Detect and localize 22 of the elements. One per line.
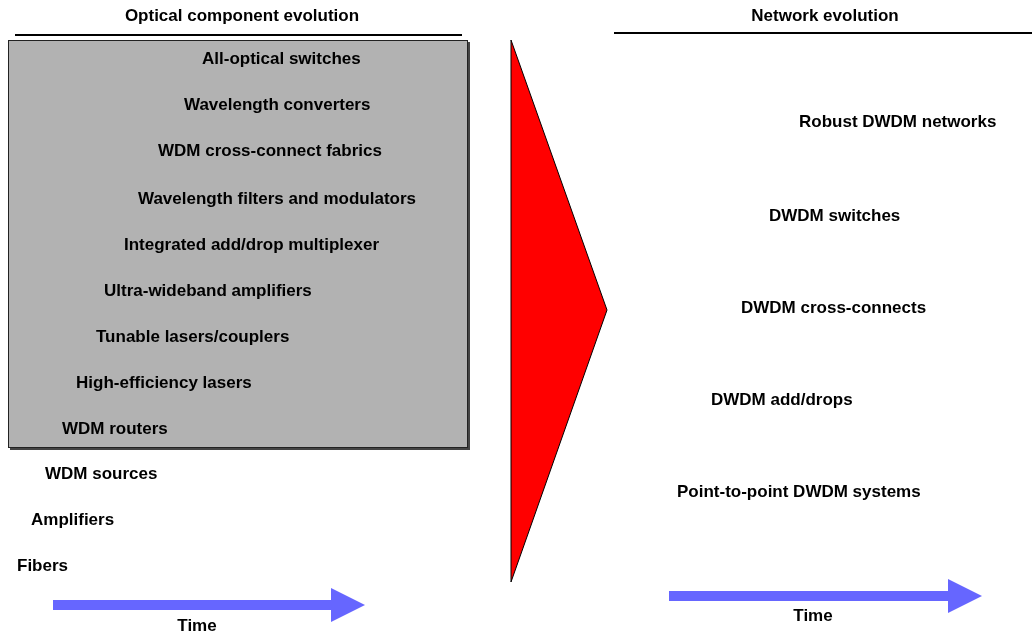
stage-label: DWDM switches <box>769 206 901 226</box>
axis-label: Time <box>177 616 217 636</box>
component-label: Tunable lasers/couplers <box>96 327 290 347</box>
section-heading: Network evolution <box>751 6 899 26</box>
component-label: Wavelength converters <box>184 95 371 115</box>
axis-label: Time <box>793 606 833 626</box>
component-label: Amplifiers <box>31 510 115 530</box>
component-label: Integrated add/drop multiplexer <box>124 235 380 255</box>
component-label: All-optical switches <box>202 49 361 69</box>
component-label: High-efficiency lasers <box>76 373 252 393</box>
section-heading: Optical component evolution <box>124 6 360 26</box>
stage-label: Point-to-point DWDM systems <box>677 482 921 502</box>
component-label: WDM sources <box>45 464 158 484</box>
stage-label: Robust DWDM networks <box>799 112 997 132</box>
panel-background <box>8 40 468 448</box>
component-label: Fibers <box>17 556 69 576</box>
component-label: Wavelength filters and modulators <box>138 189 417 209</box>
component-label: Ultra-wideband amplifiers <box>104 281 312 301</box>
stage-label: DWDM cross-connects <box>741 298 927 318</box>
component-label: WDM routers <box>62 419 168 439</box>
stage-label: DWDM add/drops <box>711 390 853 410</box>
component-label: WDM cross-connect fabrics <box>158 141 382 161</box>
